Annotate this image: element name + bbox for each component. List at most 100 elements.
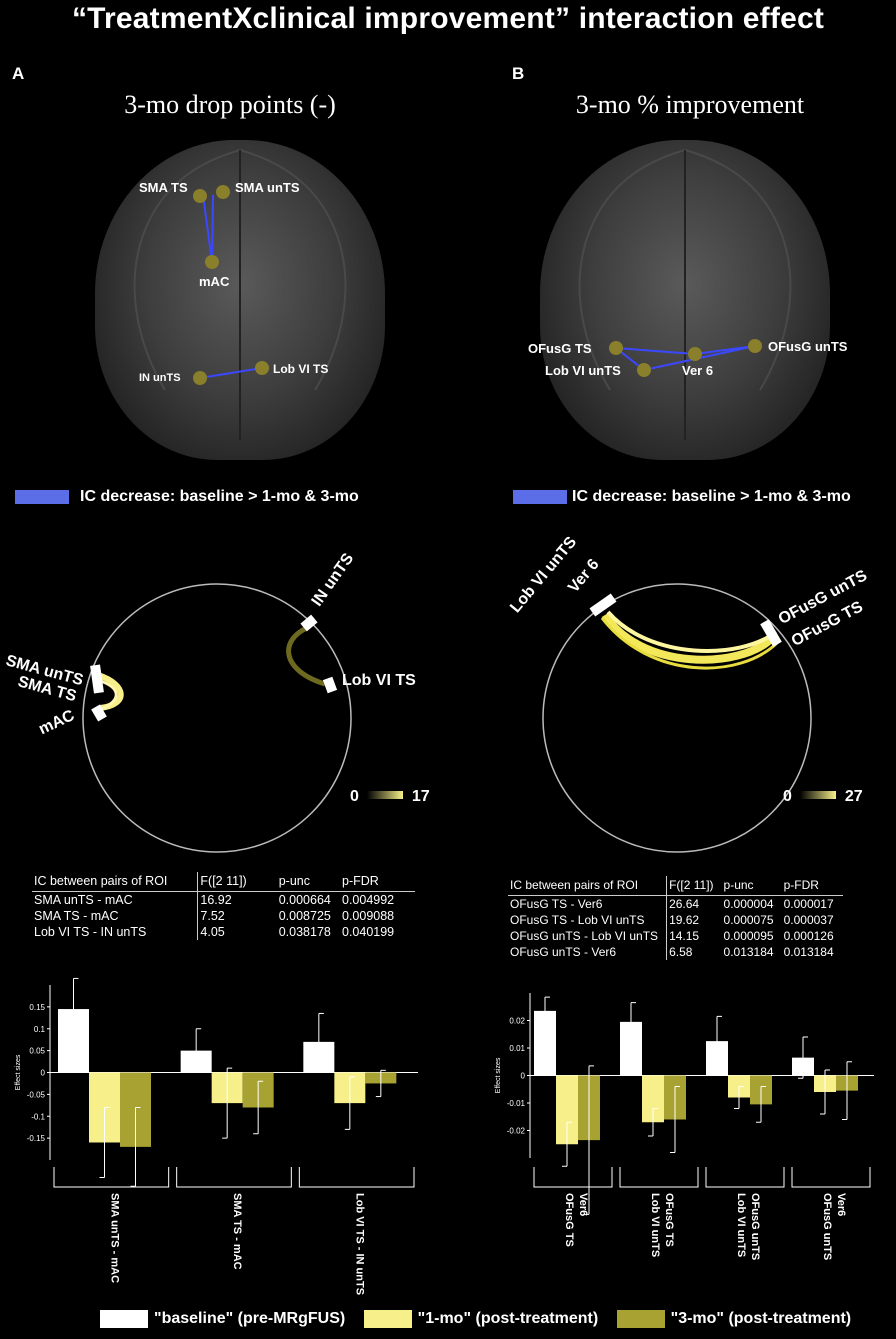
- group-bracket: [705, 1167, 785, 1188]
- colorbar-b: 0 27: [783, 788, 863, 806]
- table-row: OFusG TS - Ver6 26.64 0.000004 0.000017: [508, 895, 843, 912]
- brain-render-a: SMA TS SMA unTS mAC IN unTS Lob VI TS: [95, 140, 385, 460]
- table-cell: 14.15: [669, 929, 700, 943]
- table-header: p-unc: [276, 872, 340, 892]
- bar: [534, 1010, 556, 1076]
- category-label: Lob VI TS - IN unTS: [354, 1193, 366, 1295]
- circle-label: mAC: [36, 707, 78, 739]
- group-bracket: [53, 1167, 170, 1188]
- ic-decrease-swatch-a: [15, 490, 69, 504]
- y-tick-label: 0.05: [29, 1047, 45, 1056]
- y-tick-label: -0.02: [507, 1127, 526, 1136]
- ic-decrease-legend-a: IC decrease: baseline > 1-mo & 3-mo: [80, 488, 359, 505]
- y-tick-label: -0.01: [507, 1099, 526, 1108]
- node-label: Lob VI unTS: [545, 363, 621, 378]
- table-cell: 0.040199: [342, 925, 395, 939]
- table-cell: 0.000004: [723, 897, 774, 911]
- colorbar-gradient: [367, 791, 404, 800]
- y-tick-label: -0.05: [27, 1090, 46, 1099]
- circle-label: Lob VI TS: [342, 672, 416, 689]
- panel-a-subtitle: 3-mo drop points (-): [124, 90, 336, 119]
- legend-label: "1-mo" (post-treatment): [417, 1310, 599, 1328]
- table-header: F([2 11]): [197, 872, 277, 892]
- table-cell: OFusG unTS - Lob VI unTS: [508, 928, 668, 944]
- table-cell: 0.000017: [783, 897, 834, 911]
- table-row: SMA unTS - mAC 16.92 0.000664 0.004992: [32, 891, 415, 908]
- table-cell: 0.000126: [783, 929, 834, 943]
- colorbar-a: 0 17: [350, 788, 430, 806]
- y-tick-label: 0.1: [34, 1025, 46, 1034]
- legend-swatch-1mo: [363, 1310, 412, 1328]
- brain-render-b: OFusG TS Lob VI unTS Ver 6 OFusG unTS: [528, 140, 847, 460]
- table-cell: 0.000664: [278, 893, 331, 907]
- colorbar-max: 17: [411, 788, 430, 805]
- legend-label: "3-mo" (post-treatment): [670, 1310, 852, 1328]
- bar: [620, 1021, 642, 1076]
- bar: [642, 1075, 664, 1123]
- legend-swatch-baseline: [100, 1310, 148, 1328]
- group-bracket: [619, 1167, 699, 1188]
- table-cell: 16.92: [200, 893, 232, 907]
- table-cell: Lob VI TS - IN unTS: [32, 924, 199, 940]
- category-label: Lob VI unTS: [735, 1193, 747, 1257]
- node-label: SMA TS: [139, 180, 188, 195]
- panel-b-letter: B: [512, 64, 525, 83]
- table-header: IC between pairs of ROI: [508, 876, 668, 896]
- legend-label: "baseline" (pre-MRgFUS): [154, 1310, 346, 1328]
- group-bracket: [791, 1167, 871, 1188]
- table-cell: 0.004992: [342, 893, 395, 907]
- connectogram-b: [542, 583, 812, 853]
- node-label: IN unTS: [139, 372, 181, 384]
- category-label: OFusG TS: [563, 1193, 575, 1247]
- colorbar-min: 0: [783, 788, 792, 805]
- category-label: SMA unTS - mAC: [108, 1193, 120, 1283]
- y-tick-label: -0.15: [27, 1134, 46, 1143]
- y-tick-label: 0.15: [29, 1003, 45, 1012]
- colorbar-gradient: [800, 791, 837, 800]
- brain-b-overlay: [578, 149, 792, 440]
- y-tick-label: 0.02: [509, 1017, 525, 1026]
- figure-title: “TreatmentXclinical improvement” interac…: [71, 2, 825, 35]
- table-cell: OFusG unTS - Ver6: [508, 944, 668, 960]
- colorbar-max: 27: [844, 788, 863, 805]
- ic-decrease-swatch-b: [513, 490, 567, 504]
- stats-table-a: IC between pairs of ROI F([2 11]) p-unc …: [32, 872, 415, 940]
- node-label: SMA unTS: [235, 180, 300, 195]
- node-label: OFusG TS: [528, 341, 592, 356]
- node-label: OFusG unTS: [768, 339, 848, 354]
- table-header: p-FDR: [781, 876, 843, 896]
- table-cell: 0.013184: [723, 945, 774, 959]
- table-cell: 0.008725: [278, 909, 331, 923]
- table-cell: 4.05: [200, 925, 225, 939]
- group-bracket: [533, 1167, 613, 1188]
- y-tick-label: -0.1: [31, 1112, 45, 1121]
- table-cell: 19.62: [669, 913, 700, 927]
- category-label: OFusG TS: [663, 1193, 675, 1247]
- y-tick-label: 0: [41, 1069, 46, 1078]
- panel-a-letter: A: [12, 64, 25, 83]
- category-label: OFusG unTS: [749, 1193, 761, 1260]
- table-cell: 7.52: [200, 909, 225, 923]
- table-header: p-FDR: [340, 872, 415, 892]
- table-cell: 26.64: [669, 897, 700, 911]
- y-axis-label: Effect sizes: [495, 1057, 502, 1093]
- table-row: Lob VI TS - IN unTS 4.05 0.038178 0.0401…: [32, 924, 415, 940]
- group-bracket: [298, 1167, 415, 1188]
- table-row: OFusG unTS - Ver6 6.58 0.013184 0.013184: [508, 944, 843, 960]
- table-row: OFusG TS - Lob VI unTS 19.62 0.000075 0.…: [508, 912, 843, 928]
- table-row: OFusG unTS - Lob VI unTS 14.15 0.000095 …: [508, 928, 843, 944]
- table-cell: SMA TS - mAC: [32, 908, 199, 924]
- table-header: F([2 11]): [666, 876, 722, 896]
- node-label: mAC: [199, 274, 230, 289]
- table-header: IC between pairs of ROI: [32, 872, 199, 892]
- table-cell: OFusG TS - Ver6: [508, 895, 668, 912]
- colorbar-min: 0: [350, 788, 359, 805]
- category-label: Ver6: [835, 1193, 847, 1216]
- group-bracket: [176, 1167, 292, 1188]
- table-cell: SMA unTS - mAC: [32, 891, 199, 908]
- category-label: OFusG unTS: [821, 1193, 833, 1260]
- table-header: p-unc: [721, 876, 782, 896]
- table-cell: 0.000095: [723, 929, 774, 943]
- ic-decrease-legend-b: IC decrease: baseline > 1-mo & 3-mo: [572, 488, 851, 505]
